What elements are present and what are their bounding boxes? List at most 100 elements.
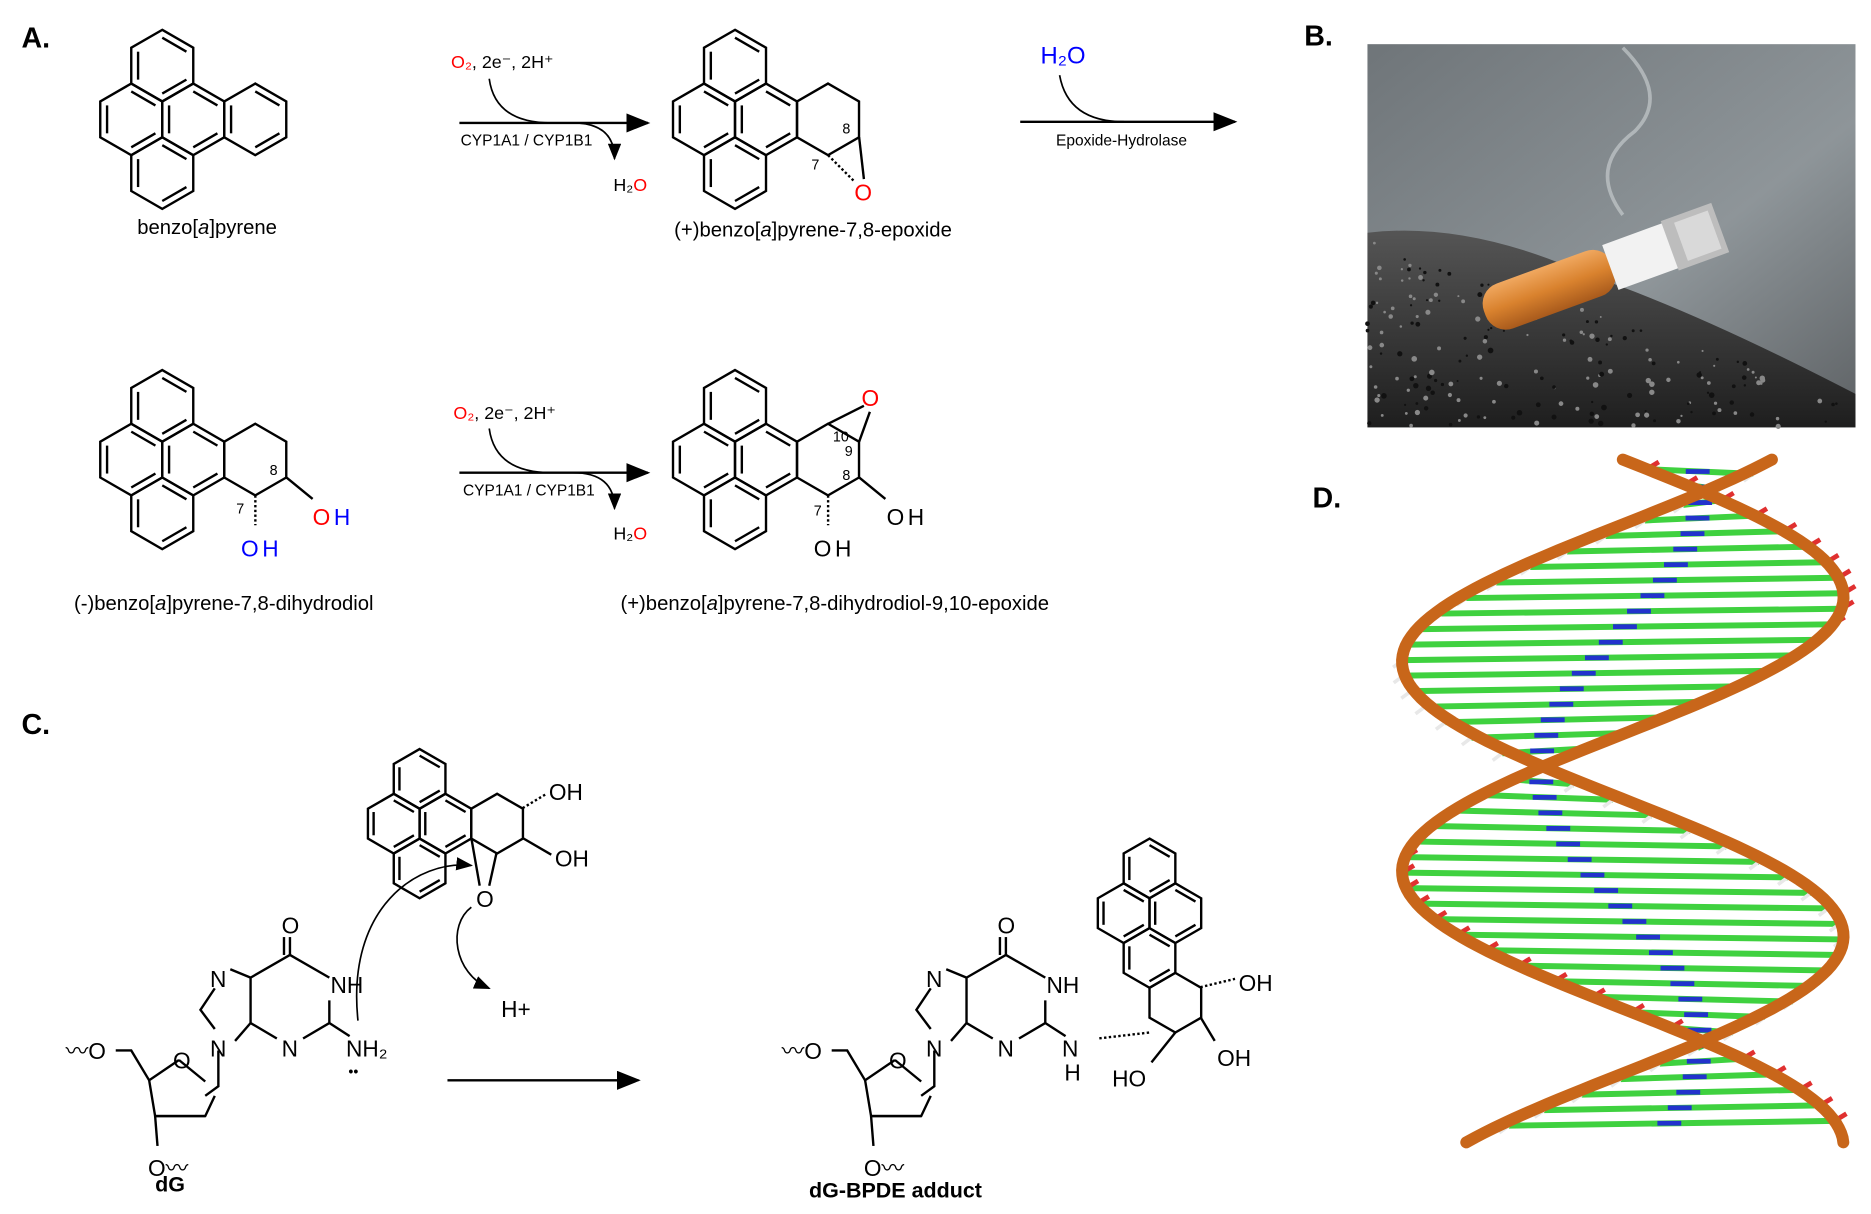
rock-speck <box>1415 402 1419 405</box>
rock-speck <box>1535 402 1541 408</box>
rock-speck <box>1408 277 1411 280</box>
hydrogen-stick <box>1748 860 1761 871</box>
rock-speck <box>1465 354 1469 357</box>
hydrogen-stick <box>1491 751 1504 762</box>
rock-speck <box>1380 413 1384 417</box>
svg-text:Epoxide-Hydrolase: Epoxide-Hydrolase <box>1056 133 1187 150</box>
cigarette <box>1482 202 1730 330</box>
bond <box>1018 1000 1047 1040</box>
rock-speck <box>1403 258 1406 261</box>
rock-speck <box>1418 267 1422 270</box>
rock-speck <box>1649 381 1655 387</box>
rock-speck <box>1706 381 1711 385</box>
ring <box>733 82 799 157</box>
rock-speck <box>1400 268 1404 271</box>
rock-speck <box>1448 422 1453 427</box>
double-bond <box>734 78 760 95</box>
rock-speck <box>1731 384 1736 389</box>
rock-speck <box>1377 265 1382 271</box>
double-bond <box>161 144 188 161</box>
svg-text:10: 10 <box>833 430 849 446</box>
rock-speck <box>1592 382 1599 388</box>
rock-speck <box>1433 292 1439 297</box>
ring <box>99 82 164 157</box>
double-bond <box>1174 923 1197 938</box>
rock-speck <box>1409 423 1413 428</box>
rock-speck <box>1594 414 1600 419</box>
rock-speck <box>1582 333 1585 336</box>
double-bond <box>1148 933 1171 948</box>
rock-speck <box>1607 368 1613 374</box>
rock-speck <box>1504 383 1509 389</box>
atom-label: O〰 <box>864 1155 905 1181</box>
rock-speck <box>1390 306 1395 311</box>
bond <box>234 1022 252 1042</box>
rock-speck <box>1775 423 1781 429</box>
double-bond <box>192 430 219 447</box>
bond <box>302 1000 331 1040</box>
double-bond <box>130 132 157 149</box>
double-bond <box>161 484 188 501</box>
double-bond <box>254 90 281 107</box>
double-bond <box>161 376 188 393</box>
ring <box>161 422 226 497</box>
svg-text:8: 8 <box>842 468 850 484</box>
rock-speck <box>1540 376 1544 381</box>
rock-speck <box>1400 279 1404 282</box>
rock-speck <box>1701 349 1704 352</box>
double-bond <box>419 754 441 769</box>
rock-speck <box>1534 420 1540 426</box>
double-bond <box>765 132 791 149</box>
rock-speck <box>1370 300 1376 306</box>
double-bond <box>161 186 188 203</box>
rock-speck <box>1388 314 1393 319</box>
svg-text:7: 7 <box>236 501 244 517</box>
atom-label: •• <box>348 1065 358 1081</box>
rock-speck <box>1435 282 1440 287</box>
rock-speck <box>1579 307 1584 312</box>
bond <box>115 1049 151 1081</box>
ring <box>130 368 195 444</box>
bond <box>945 968 967 979</box>
double-bond <box>734 526 760 543</box>
rock-speck <box>1463 336 1467 340</box>
rock-speck <box>1589 411 1595 417</box>
rock-speck <box>1649 389 1655 395</box>
rock-speck <box>1378 277 1382 281</box>
ring <box>161 82 226 157</box>
rock-speck <box>1425 385 1432 392</box>
rock-speck <box>1775 416 1780 421</box>
compound-name-bpde: (+)benzo[a]pyrene-7,8-dihydrodiol-9,10-e… <box>620 593 1049 615</box>
double-bond <box>393 834 415 848</box>
rock-speck <box>1429 369 1435 376</box>
rock-speck <box>1708 392 1715 398</box>
atom-label: O <box>173 1047 191 1073</box>
double-bond <box>703 472 729 489</box>
rock-speck <box>1717 408 1722 413</box>
svg-text:O: O <box>854 180 872 206</box>
double-bond <box>1123 888 1145 903</box>
ring <box>702 368 768 444</box>
double-bond <box>161 418 188 435</box>
svg-text:OH: OH <box>241 535 279 561</box>
rock-speck <box>1575 406 1580 411</box>
rock-speck <box>1516 409 1523 416</box>
bond <box>289 953 330 979</box>
rock-speck <box>1409 304 1413 307</box>
rock-speck <box>1480 283 1484 287</box>
rock-speck <box>1425 309 1431 315</box>
rock-speck <box>1601 404 1607 411</box>
rock-speck <box>1706 391 1710 394</box>
rock-speck <box>1414 409 1421 416</box>
ring <box>366 792 421 855</box>
rock-speck <box>1588 418 1594 424</box>
ring <box>130 28 195 103</box>
rock-speck <box>1610 334 1613 338</box>
rock-speck <box>1412 297 1416 301</box>
rock-speck <box>1440 382 1445 387</box>
ring <box>418 792 473 855</box>
bap-dihydrodiol-structure <box>99 368 288 551</box>
